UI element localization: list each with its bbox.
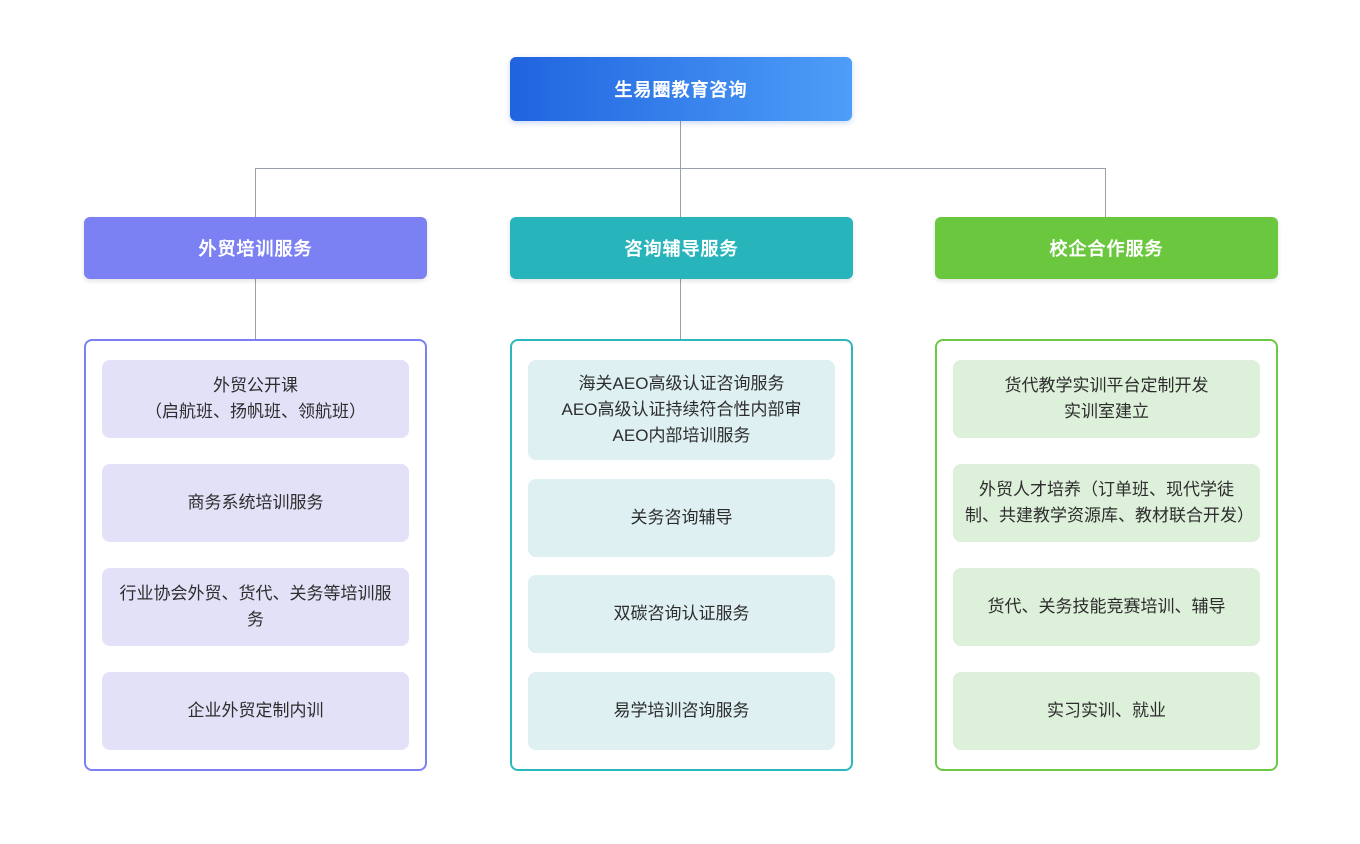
leaf-node: 实习实训、就业	[953, 672, 1260, 750]
branch-box-school-enterprise: 货代教学实训平台定制开发 实训室建立 外贸人才培养（订单班、现代学徒制、共建教学…	[935, 339, 1278, 771]
leaf-text: 海关AEO高级认证咨询服务	[578, 374, 785, 393]
leaf-text: 企业外贸定制内训	[187, 701, 324, 720]
branch-box-foreign-trade-training: 外贸公开课 （启航班、扬帆班、领航班） 商务系统培训服务 行业协会外贸、货代、关…	[84, 339, 427, 771]
branch-header-label: 外贸培训服务	[198, 239, 313, 259]
leaf-node: 货代、关务技能竞赛培训、辅导	[953, 568, 1260, 646]
leaf-node: 外贸公开课 （启航班、扬帆班、领航班）	[102, 360, 409, 438]
root-node-label: 生易圈教育咨询	[614, 80, 748, 100]
leaf-node: 外贸人才培养（订单班、现代学徒制、共建教学资源库、教材联合开发）	[953, 464, 1260, 542]
connector-left-header-to-box	[255, 279, 256, 339]
branch-header-school-enterprise: 校企合作服务	[935, 217, 1278, 279]
leaf-text: 外贸公开课	[213, 376, 298, 395]
leaf-node: 企业外贸定制内训	[102, 672, 409, 750]
leaf-node: 行业协会外贸、货代、关务等培训服务	[102, 568, 409, 646]
leaf-text: 货代、关务技能竞赛培训、辅导	[987, 597, 1226, 616]
leaf-text: 实习实训、就业	[1047, 701, 1166, 720]
leaf-node: 海关AEO高级认证咨询服务 AEO高级认证持续符合性内部审 AEO内部培训服务	[528, 360, 835, 460]
leaf-text: AEO内部培训服务	[612, 426, 751, 445]
leaf-text: 易学培训咨询服务	[613, 700, 750, 720]
leaf-text: 货代教学实训平台定制开发	[1004, 376, 1209, 395]
connector-drop-middle	[680, 168, 681, 217]
leaf-node: 易学培训咨询服务	[528, 671, 835, 750]
leaf-node: 关务咨询辅导	[528, 478, 835, 557]
leaf-text: 双碳咨询认证服务	[613, 604, 750, 624]
connector-middle-header-to-box	[680, 279, 681, 339]
leaf-node: 商务系统培训服务	[102, 464, 409, 542]
leaf-text: 外贸人才培养（订单班、现代学徒制、共建教学资源库、教材联合开发）	[965, 480, 1254, 525]
connector-drop-right	[1105, 168, 1106, 217]
leaf-node: 货代教学实训平台定制开发 实训室建立	[953, 360, 1260, 438]
leaf-text: （启航班、扬帆班、领航班）	[145, 402, 366, 421]
leaf-text: 行业协会外贸、货代、关务等培训服务	[119, 584, 392, 629]
leaf-text: AEO高级认证持续符合性内部审	[561, 400, 802, 419]
leaf-text: 关务咨询辅导	[630, 507, 733, 527]
branch-header-foreign-trade-training: 外贸培训服务	[84, 217, 427, 279]
branch-header-consulting-coaching: 咨询辅导服务	[510, 217, 853, 279]
leaf-text: 商务系统培训服务	[187, 493, 324, 512]
root-node: 生易圈教育咨询	[510, 57, 852, 121]
connector-root-trunk	[680, 121, 681, 168]
leaf-text: 实训室建立	[1064, 402, 1149, 421]
branch-box-consulting-coaching: 海关AEO高级认证咨询服务 AEO高级认证持续符合性内部审 AEO内部培训服务 …	[510, 339, 853, 771]
leaf-node: 双碳咨询认证服务	[528, 575, 835, 654]
branch-header-label: 校企合作服务	[1049, 239, 1164, 259]
connector-drop-left	[255, 168, 256, 217]
branch-header-label: 咨询辅导服务	[624, 239, 739, 259]
